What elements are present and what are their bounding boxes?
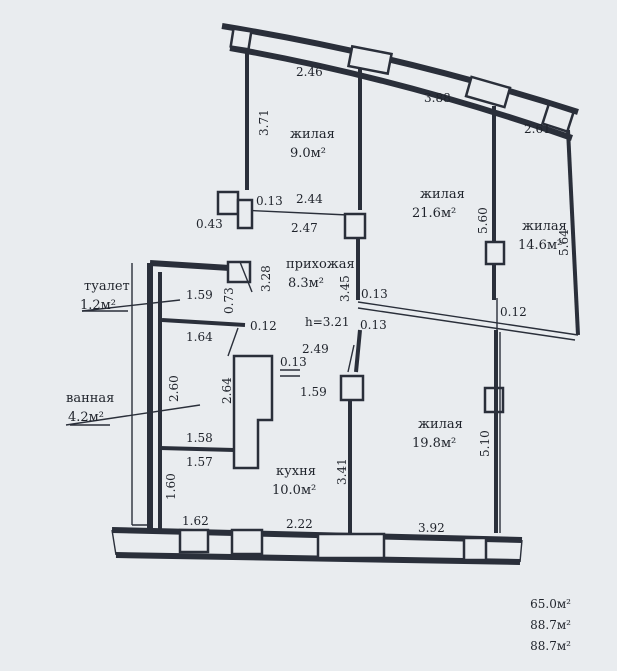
dim-height-560: 5.60 [476,207,490,234]
dim-width-247: 2.47 [291,221,318,235]
room-toilet-area: 1.2м² [80,298,116,313]
room-bedroom-small-area: 9.0м² [290,146,326,161]
dim-toilet-159: 1.59 [186,288,213,302]
total-area-1: 65.0м² [530,597,571,611]
room-hallway-name: прихожая [286,257,355,272]
room-kitchen-name: кухня [276,464,316,479]
bottom-exterior-wall [111,527,523,565]
dim-ceiling: h=3.21 [305,315,350,329]
dim-height-564: 5.64 [557,229,571,256]
dim-bottom-162: 1.62 [182,514,209,528]
dim-wall-013-d: 0.13 [280,355,307,369]
dim-kitchen-264: 2.64 [220,377,234,404]
dim-bath-260: 2.60 [167,375,181,402]
dim-bedroom-510: 5.10 [478,430,492,457]
room-living-area: 21.6м² [412,206,456,221]
room-bedroom-bottom-area: 19.8м² [412,436,456,451]
dim-hall-328: 3.28 [259,265,273,292]
interior-walls [120,50,580,533]
dim-side-160: 1.60 [164,473,178,500]
area-totals: 65.0м² 88.7м² 88.7м² [530,594,571,657]
top-exterior-wall [221,23,579,141]
room-toilet-name: туалет [84,279,130,294]
dim-kitchen-157: 1.57 [186,455,213,469]
dim-kitchen-159: 1.59 [300,385,327,399]
total-area-3: 88.7м² [530,639,571,653]
dim-top-right: 2.61 [524,122,551,136]
dim-bedroom-small-height: 3.71 [257,109,271,136]
dim-wall-013-b: 0.13 [361,287,388,301]
dim-bottom-392: 3.92 [418,521,445,535]
total-area-2: 88.7м² [530,618,571,632]
dim-bath-158: 1.58 [186,431,213,445]
dim-wall-013-c: 0.13 [360,318,387,332]
dim-wall-012-right: 0.12 [500,305,527,319]
room-bedroom-right-name: жилая [522,219,567,234]
dim-bottom-222: 2.22 [286,517,313,531]
room-bedroom-bottom-name: жилая [418,417,463,432]
dim-top-mid: 3.88 [424,91,451,105]
room-bathroom-name: ванная [66,391,114,406]
dim-wall-012-left: 0.12 [250,319,277,333]
dim-toilet-073: 0.73 [222,287,236,314]
dim-toilet-164: 1.64 [186,330,213,344]
toilet-leader [81,299,181,312]
bathroom-leader [65,404,201,426]
room-living-name: жилая [420,187,465,202]
room-kitchen-area: 10.0м² [272,483,316,498]
room-bathroom-area: 4.2м² [68,410,104,425]
room-hallway-area: 8.3м² [288,276,324,291]
dim-niche-043: 0.43 [196,217,223,231]
dim-top-left: 2.46 [296,65,323,79]
dim-width-244: 2.44 [296,192,323,206]
dim-wall-013-a: 0.13 [256,194,283,208]
dim-kitchen-341: 3.41 [335,458,349,485]
dim-hall-345: 3.45 [338,275,352,302]
room-bedroom-small-name: жилая [290,127,335,142]
room-bedroom-right-area: 14.6м² [518,238,562,253]
dim-hall-249: 2.49 [302,342,329,356]
